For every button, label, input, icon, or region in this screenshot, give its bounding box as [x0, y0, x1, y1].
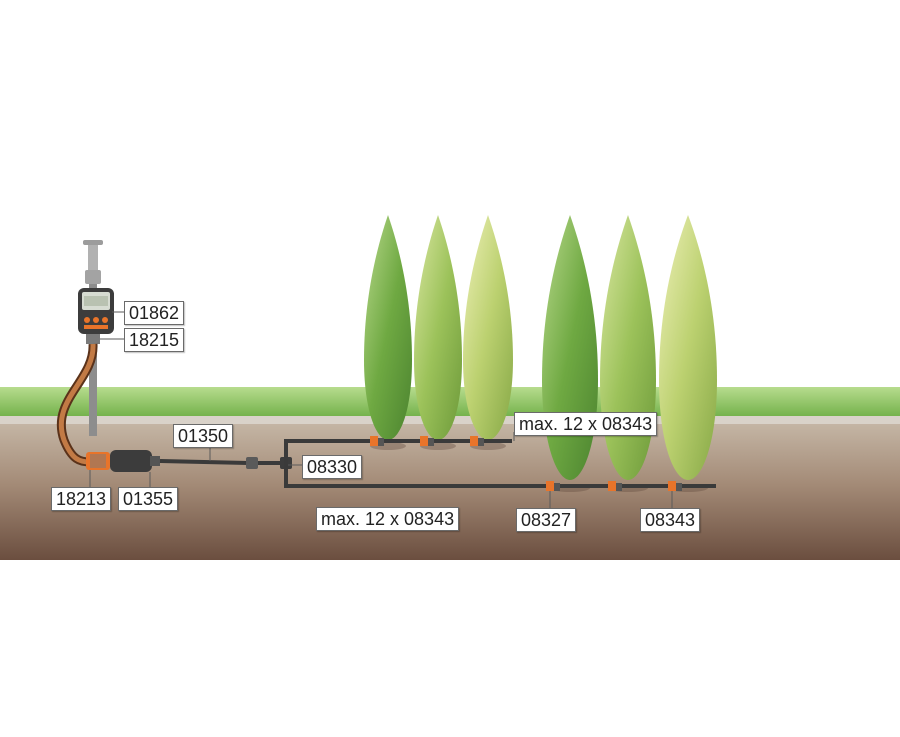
tap-valve-icon [83, 240, 103, 284]
tap-connector-icon [86, 334, 100, 344]
pressure-reducer-icon [86, 450, 160, 472]
label-supply-pipe: 01350 [173, 424, 234, 448]
label-drip-line-upper: max. 12 x 08343 [514, 412, 658, 436]
label-tap-connector: 18215 [124, 328, 185, 352]
label-drip-line-lower: max. 12 x 08343 [316, 507, 460, 531]
water-timer-icon [78, 288, 114, 334]
label-end-cap: 08327 [516, 508, 577, 532]
cypress-tree [364, 215, 412, 440]
label-pressure-reducer: 01355 [118, 487, 179, 511]
label-tee-connector: 08330 [302, 455, 363, 479]
cypress-tree [659, 215, 717, 480]
label-dripper: 08343 [640, 508, 701, 532]
tree-row-lower [542, 215, 717, 480]
cypress-tree [600, 215, 656, 480]
supply-pipe [159, 459, 249, 465]
label-timer: 01862 [124, 301, 185, 325]
cypress-tree [463, 215, 513, 440]
dripper-icon [370, 436, 484, 446]
label-hose-connector: 18213 [51, 487, 112, 511]
dripper-icon [546, 481, 682, 491]
cypress-tree [414, 215, 462, 440]
tree-row-upper [364, 215, 513, 440]
drip-line-upper [284, 439, 512, 463]
pipe-connector-icon [246, 457, 258, 469]
drip-line-lower [284, 463, 716, 488]
cypress-tree [542, 215, 598, 480]
